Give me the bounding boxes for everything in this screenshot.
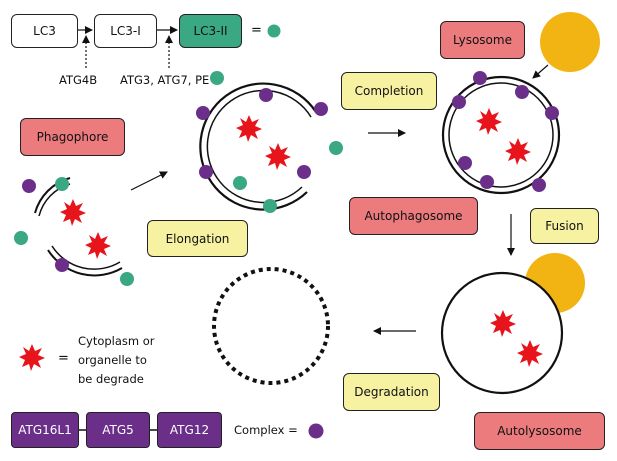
arrow-to-elongation [130,171,168,191]
phagophore-label: Phagophore [20,118,125,156]
degraded-vesicle [212,267,330,385]
atg12-box: ATG12 [157,412,222,448]
atg16l1-box: ATG16L1 [11,412,79,448]
atg5-box: ATG5 [86,412,150,448]
elongating-membrane [196,71,343,213]
cargo-text-line-1: Cytoplasm or [78,334,155,348]
cargo-text-line-2: organelle to [78,353,147,367]
elongation-label: Elongation [147,220,248,257]
completion-label: Completion [341,72,437,110]
complex-label: Complex = [234,423,298,437]
arrow-lysosome-to-autophagosome [532,64,549,79]
enzyme-atg3-atg7-pe: ATG3, ATG7, PE [120,73,210,87]
degradation-label: Degradation [343,373,440,411]
autolysosome [440,253,585,395]
fusion-label: Fusion [530,208,599,244]
cargo-text-line-3: be degrade [78,372,144,386]
lc3-ii-equals: = [251,23,262,38]
cargo-equals: = [58,351,69,366]
complex-dot-icon [308,423,324,439]
lc3-box: LC3 [11,14,78,48]
autolysosome-label: Autolysosome [474,412,605,450]
lc3-ii-box: LC3-II [179,14,242,48]
lc3-ii-dot-icon [267,24,281,38]
lysosome-icon [540,12,600,72]
lc3-i-box: LC3-I [94,14,157,48]
lysosome-label: Lysosome [440,21,525,59]
autophagosome-label: Autophagosome [349,197,478,235]
phagophore-membrane [14,177,134,286]
cargo-star-icon [19,344,45,371]
autophagosome [441,71,561,195]
enzyme-atg4b: ATG4B [59,73,98,87]
